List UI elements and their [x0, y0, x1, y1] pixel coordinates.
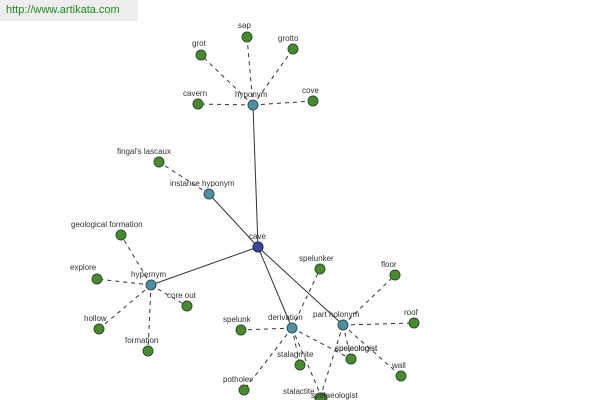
leaf-label[interactable]: sap	[238, 21, 251, 30]
leaf-node[interactable]	[287, 43, 299, 55]
url-banner[interactable]: http://www.artikata.com	[0, 0, 138, 21]
leaf-node[interactable]	[142, 345, 154, 357]
edge-hypernym-1	[96, 278, 152, 286]
edge-part-holonym-3	[342, 324, 402, 377]
leaf-node[interactable]	[395, 370, 407, 382]
relation-node-instance-hyponym[interactable]	[203, 188, 215, 200]
leaf-label[interactable]: wall	[391, 361, 406, 370]
leaf-label[interactable]: geological formation	[71, 220, 143, 229]
edge-hypernym-4	[147, 284, 152, 352]
edge-cave-hypernym	[150, 246, 259, 286]
leaf-node[interactable]	[192, 98, 204, 110]
leaf-label[interactable]: core out	[167, 291, 197, 300]
leaf-node[interactable]	[91, 273, 103, 285]
relation-label-instance-hyponym[interactable]: instance hyponym	[170, 179, 235, 188]
edge-derivation-2	[291, 327, 301, 366]
leaf-node[interactable]	[181, 300, 193, 312]
graph-nodes	[91, 31, 420, 400]
leaf-node[interactable]	[307, 95, 319, 107]
leaf-label[interactable]: speleologist	[335, 344, 378, 353]
edge-cave-instance-hyponym	[208, 193, 259, 248]
edge-hypernym-3	[98, 284, 152, 330]
leaf-label[interactable]: grotto	[278, 34, 299, 43]
edge-hyponym-3	[197, 103, 254, 106]
edge-hyponym-2	[252, 48, 294, 106]
leaf-node[interactable]	[314, 392, 326, 400]
leaf-label[interactable]: cove	[302, 86, 319, 95]
leaf-node[interactable]	[153, 156, 165, 168]
leaf-label[interactable]: stalagmite	[277, 350, 314, 359]
edge-derivation-0	[291, 268, 321, 329]
root-node-cave[interactable]	[252, 241, 264, 253]
edge-instance-hyponym-0	[158, 161, 210, 195]
leaf-label[interactable]: explore	[70, 263, 97, 272]
leaf-label[interactable]: cavern	[183, 89, 207, 98]
leaf-label[interactable]: stalactite	[283, 387, 315, 396]
leaf-node[interactable]	[389, 269, 401, 281]
edge-hyponym-4	[252, 100, 314, 106]
root-label[interactable]: cave	[249, 232, 266, 241]
relation-label-hyponym[interactable]: hyponym	[235, 90, 268, 99]
relation-node-hyponym[interactable]	[247, 99, 259, 111]
leaf-node[interactable]	[241, 31, 253, 43]
leaf-label[interactable]: spelaeologist	[311, 391, 358, 400]
relation-label-derivation[interactable]: derivation	[268, 313, 303, 322]
edge-hypernym-0	[120, 234, 152, 286]
leaf-label[interactable]: roof	[404, 308, 419, 317]
leaf-label[interactable]: formation	[125, 336, 158, 345]
edge-derivation-5	[291, 327, 352, 360]
leaf-label[interactable]: fingal's lascaux	[117, 147, 171, 156]
leaf-label[interactable]: spelunker	[299, 254, 334, 263]
edge-part-holonym-1	[342, 322, 415, 326]
edge-part-holonym-2	[342, 324, 352, 360]
graph-labels: sap grot grotto cavern cove hyponym fingal's l…	[70, 21, 419, 400]
relation-node-derivation[interactable]	[286, 322, 298, 334]
leaf-label[interactable]: spelunk	[223, 315, 252, 324]
leaf-label[interactable]: hollow	[84, 314, 107, 323]
leaf-node[interactable]	[195, 49, 207, 61]
leaf-node[interactable]	[408, 317, 420, 329]
leaf-label[interactable]: floor	[381, 260, 397, 269]
leaf-node[interactable]	[345, 353, 357, 365]
relation-label-part-holonym[interactable]: part holonym	[313, 310, 360, 319]
edge-cave-part-holonym	[257, 246, 344, 326]
leaf-node[interactable]	[238, 384, 250, 396]
leaf-label[interactable]: potholer	[223, 375, 252, 384]
url-link[interactable]: http://www.artikata.com	[6, 4, 120, 16]
edge-cave-hyponym	[252, 104, 259, 248]
graph-edges	[96, 36, 415, 399]
relation-node-hypernym[interactable]	[145, 279, 157, 291]
leaf-node[interactable]	[93, 323, 105, 335]
leaf-label[interactable]: speleologist	[335, 344, 378, 353]
edge-part-holonym-4	[319, 324, 344, 399]
leaf-node[interactable]	[294, 359, 306, 371]
leaf-label[interactable]: grot	[192, 39, 207, 48]
relation-label-hypernym[interactable]: hypernym	[131, 270, 166, 279]
leaf-node[interactable]	[314, 263, 326, 275]
edge-derivation-3	[243, 327, 293, 391]
leaf-node[interactable]	[115, 229, 127, 241]
relation-node-part-holonym[interactable]	[337, 319, 349, 331]
edge-hypernym-2	[150, 284, 188, 307]
edge-derivation-1	[240, 327, 293, 331]
leaf-node[interactable]	[235, 324, 247, 336]
edge-hyponym-0	[246, 36, 254, 106]
edge-cave-derivation	[257, 246, 293, 329]
